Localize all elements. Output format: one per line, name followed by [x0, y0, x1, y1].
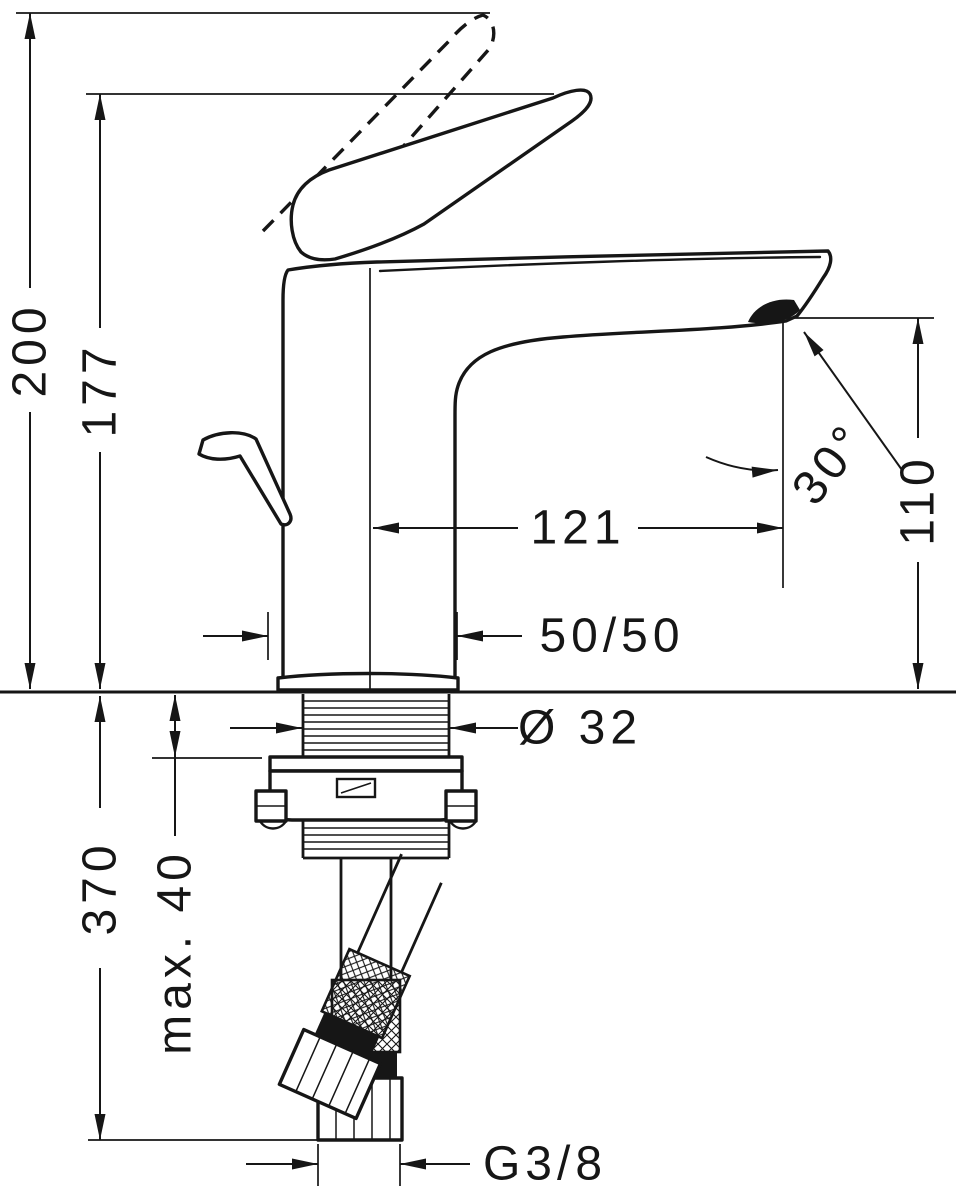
dimension-center-split: 50/50: [203, 610, 684, 663]
dimension-outlet-height: 110: [892, 318, 945, 689]
dimension-spout-top-height: 177: [74, 94, 127, 689]
supply-hose-angled-lines: [356, 853, 443, 973]
hole-diameter-label: Ø 32: [518, 702, 642, 755]
thread-hatch-lines-lower: [303, 827, 449, 850]
faucet-above-counter: [197, 13, 833, 692]
overall-height-label: 200: [4, 302, 57, 397]
mounting-shank-thread-upper: [301, 694, 451, 757]
hose-length-label: 370: [74, 840, 127, 935]
hose-ferrule-angled: [314, 1012, 380, 1059]
side-bolt-right-clip: [448, 819, 478, 830]
connection-thread-label: G3/8: [483, 1138, 607, 1191]
spout-reach-label: 121: [530, 502, 625, 555]
outlet-height-label: 110: [892, 454, 945, 546]
supply-hose-angled: [277, 853, 443, 1121]
side-bolt-left-clip: [258, 819, 288, 830]
dimension-hose-length: 370: [74, 696, 127, 1140]
faucet-body-outline: [281, 249, 833, 692]
dimension-overall-height: 200: [4, 13, 57, 689]
center-split-label: 50/50: [539, 610, 684, 663]
mounting-nut-slot-hatch: [340, 782, 372, 794]
mounting-shank-thread-lower: [301, 820, 451, 858]
dimension-spout-angle: 30°: [705, 331, 903, 515]
hose-connector-nut-angled: [277, 1027, 383, 1121]
under-counter-assembly: [254, 694, 478, 1142]
dimension-spout-reach: 121: [373, 502, 783, 555]
mounting-nut-slot: [335, 777, 377, 799]
angle-leader-line: [803, 331, 903, 471]
dimension-max-counter-thickness: max. 40: [149, 695, 202, 1055]
spout-rim-line: [378, 255, 822, 273]
dimensions: 200 177 110 121 30°: [4, 12, 945, 1191]
drain-lever: [197, 431, 293, 527]
spout-angle-label: 30°: [782, 413, 878, 515]
hose-connector-knurl-angled: [295, 1036, 371, 1114]
thread-hatch-lines: [303, 700, 449, 751]
mounting-washer: [268, 755, 464, 773]
dimension-hole-diameter: Ø 32: [230, 702, 642, 755]
spout-top-height-label: 177: [74, 342, 127, 437]
dimension-connection-thread: G3/8: [246, 1138, 607, 1191]
base-plate: [276, 671, 460, 692]
faucet-handle: [289, 88, 593, 262]
angle-arc-arrow: [705, 456, 779, 478]
faucet-handle-raised-dashed: [261, 13, 496, 245]
max-counter-thickness-label: max. 40: [149, 849, 202, 1055]
